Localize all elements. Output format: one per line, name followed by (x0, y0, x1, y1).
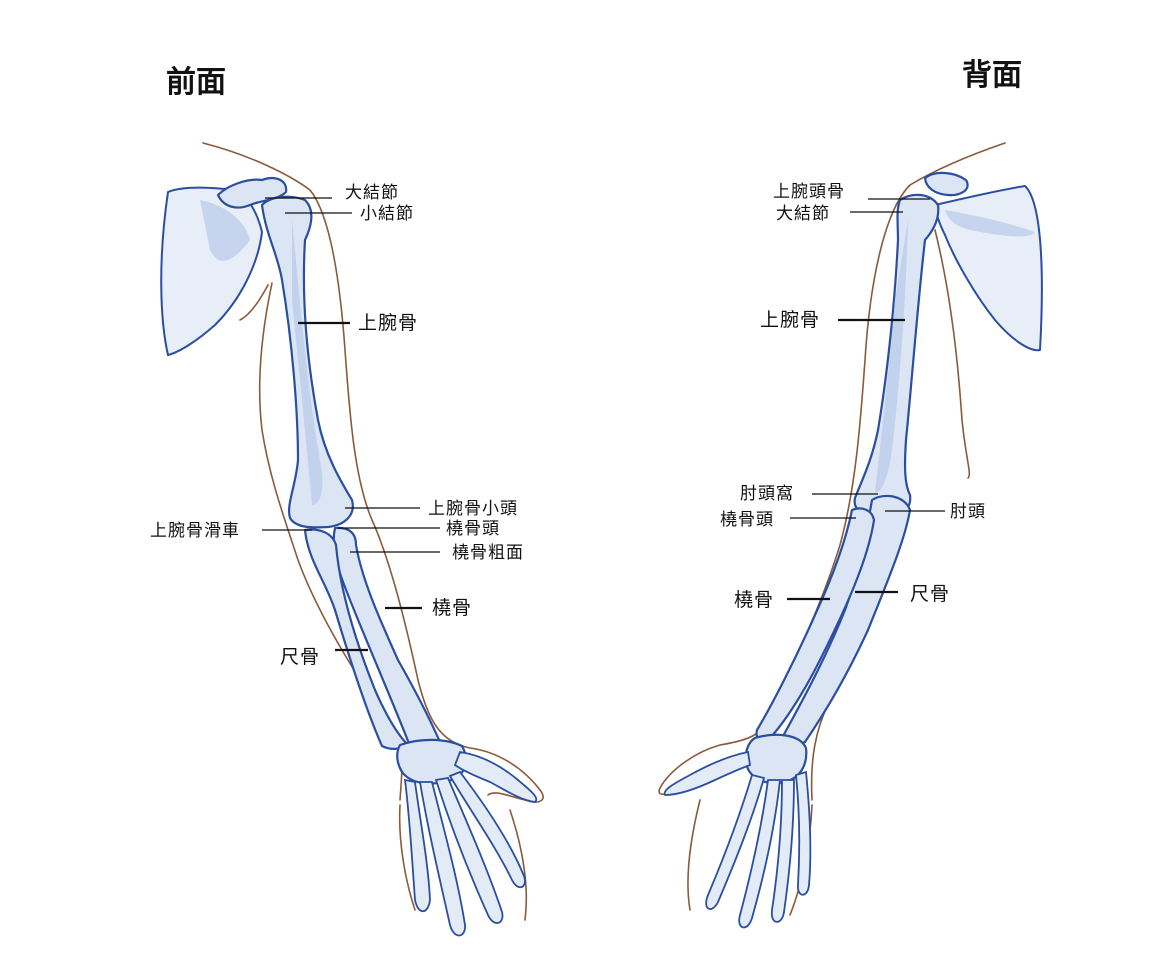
front-view: 前面 大結節 (150, 65, 544, 937)
back-finger-1 (705, 773, 766, 910)
front-label-ulna: 尺骨 (280, 646, 320, 668)
front-label-greater-tubercle: 大結節 (345, 183, 399, 203)
front-finger-1 (403, 778, 431, 913)
back-scapula (934, 185, 1043, 352)
front-finger-3 (434, 776, 504, 924)
back-label-greater-tubercle: 大結節 (776, 204, 830, 224)
back-label-humeral-head: 上腕頭骨 (773, 182, 845, 202)
front-thumb (453, 751, 538, 803)
back-label-humerus: 上腕骨 (760, 309, 820, 331)
back-view-title: 背面 (962, 58, 1022, 93)
back-arm-skin-outline (658, 142, 1006, 916)
front-label-radius: 橈骨 (432, 597, 472, 619)
back-thumb (663, 750, 752, 796)
back-finger-2 (738, 779, 782, 929)
front-label-radial-head: 橈骨頭 (446, 519, 500, 539)
front-label-capitulum: 上腕骨小頭 (428, 499, 518, 519)
front-humerus-shade (292, 220, 323, 505)
back-label-olecranon: 肘頭 (950, 502, 986, 522)
back-label-radial-head: 橈骨頭 (720, 510, 774, 530)
back-finger-4 (795, 770, 812, 896)
front-label-humerus: 上腕骨 (358, 312, 418, 334)
back-labels: 上腕頭骨 大結節 上腕骨 肘頭窩 橈骨頭 肘頭 橈骨 尺骨 (720, 182, 986, 611)
front-acromion (216, 176, 288, 209)
front-finger-2 (418, 781, 466, 937)
front-scapula-shade (200, 200, 250, 261)
back-finger-3 (770, 779, 795, 923)
front-view-title: 前面 (166, 65, 226, 100)
back-view: 背面 上腕頭骨 大結節 (658, 58, 1043, 929)
front-finger-4 (448, 770, 526, 889)
back-label-radius: 橈骨 (734, 589, 774, 611)
back-label-ulna: 尺骨 (910, 583, 950, 605)
back-humerus-shade (875, 220, 908, 493)
front-labels: 大結節 小結節 上腕骨 上腕骨小頭 上腕骨滑車 橈骨頭 橈骨粗面 橈骨 尺骨 (150, 183, 524, 668)
back-scapula-spine-shade (945, 210, 1035, 237)
front-label-lesser-tubercle: 小結節 (360, 204, 414, 224)
back-acromion (923, 171, 969, 197)
front-humerus (260, 195, 354, 529)
front-label-trochlea: 上腕骨滑車 (150, 521, 240, 541)
front-label-radial-tuberosity: 橈骨粗面 (452, 543, 524, 563)
back-label-olecranon-fossa: 肘頭窩 (740, 484, 794, 504)
